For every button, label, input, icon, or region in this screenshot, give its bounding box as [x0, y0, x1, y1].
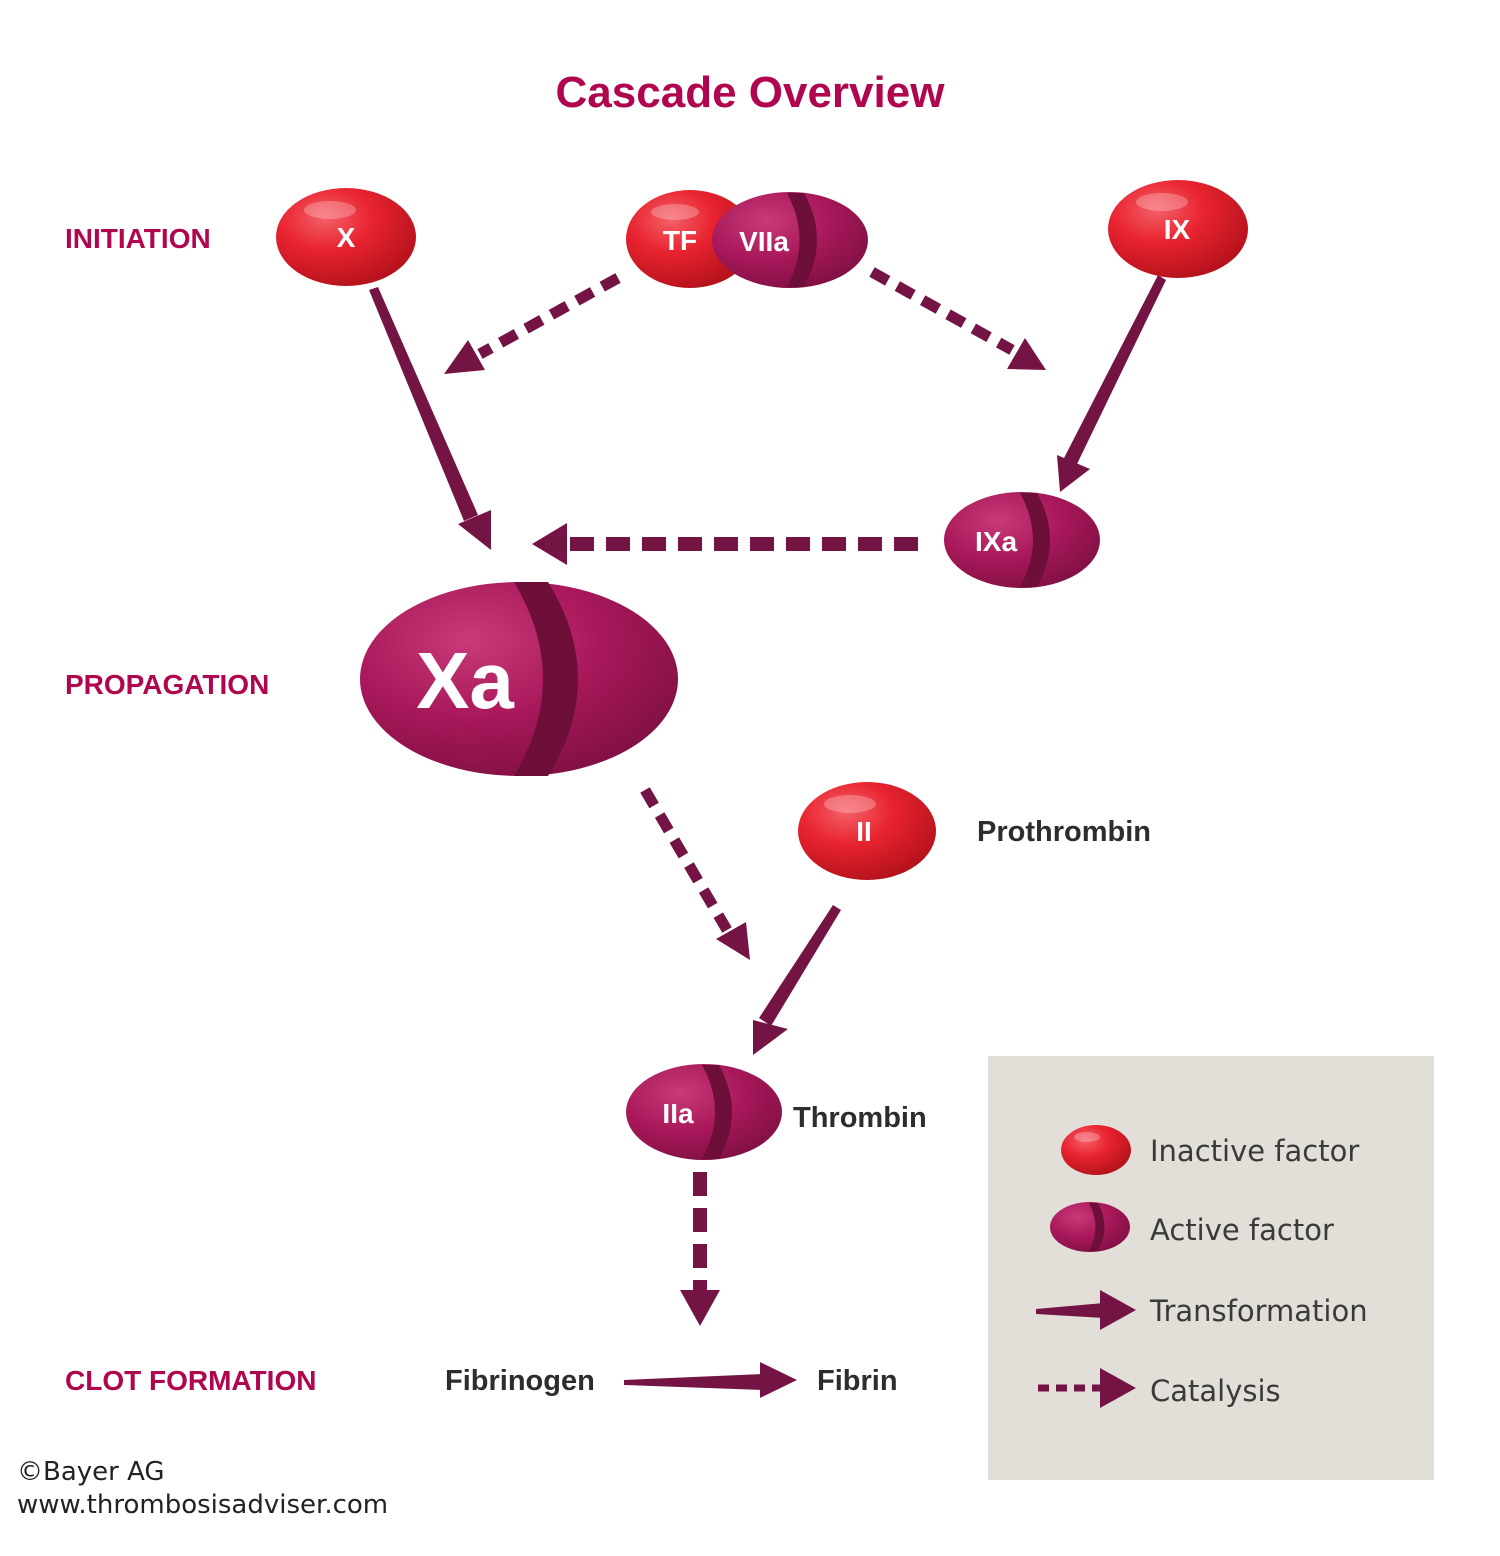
- factor-iia-label: IIa: [662, 1098, 694, 1129]
- factor-ixa-label: IXa: [975, 526, 1017, 557]
- catalysis-arrow-ixa-to-xa: [532, 523, 918, 565]
- catalysis-arrow-iia-to-fibrinogen: [680, 1172, 720, 1326]
- legend-inactive-factor-icon: [1061, 1125, 1131, 1175]
- legend-active-label: Active factor: [1150, 1213, 1334, 1247]
- legend-background: [988, 1056, 1434, 1480]
- legend: Inactive factor Active factor Transforma…: [988, 1056, 1434, 1480]
- factor-x-label: X: [337, 222, 356, 253]
- factor-tf-label: TF: [663, 225, 697, 256]
- legend-transformation-arrow-icon: [1036, 1290, 1136, 1330]
- transformation-arrow-ii-to-iia: [753, 905, 841, 1055]
- copyright-text: ©Bayer AG: [17, 1457, 165, 1487]
- factor-viia-label: VIIa: [739, 226, 789, 257]
- legend-catalysis-label: Catalysis: [1150, 1374, 1281, 1408]
- transformation-arrow-fibrinogen-to-fibrin: [624, 1362, 797, 1398]
- transformation-arrow-x-to-xa: [369, 287, 491, 550]
- factor-xa: Xa: [360, 582, 678, 776]
- website-url: www.thrombosisadviser.com: [17, 1490, 388, 1520]
- factor-ix: IX: [1108, 180, 1248, 278]
- legend-transformation-label: Transformation: [1149, 1294, 1368, 1328]
- factor-x: X: [276, 188, 416, 286]
- transformation-arrow-ix-to-ixa: [1057, 275, 1166, 492]
- stage-propagation: PROPAGATION: [65, 669, 269, 700]
- legend-active-factor-icon: [1050, 1202, 1130, 1252]
- catalysis-arrow-xa-to-iia: [640, 787, 750, 960]
- factor-ixa: IXa: [944, 492, 1100, 588]
- legend-catalysis-arrow-icon: [1038, 1368, 1136, 1408]
- fibrin-label: Fibrin: [817, 1365, 898, 1397]
- factor-iia: IIa: [626, 1064, 782, 1160]
- prothrombin-label: Prothrombin: [977, 816, 1151, 848]
- factor-ii-label: II: [856, 816, 872, 847]
- stage-initiation: INITIATION: [65, 223, 211, 254]
- page-title: Cascade Overview: [556, 68, 946, 117]
- catalysis-arrow-tfviia-to-ix: [869, 267, 1046, 370]
- thrombin-label: Thrombin: [793, 1102, 927, 1134]
- factor-ix-label: IX: [1164, 214, 1191, 245]
- legend-inactive-label: Inactive factor: [1150, 1134, 1359, 1168]
- factor-xa-label: Xa: [416, 636, 514, 725]
- catalysis-arrow-tfviia-to-x: [444, 273, 621, 374]
- factor-tf-viia-complex: TF VIIa: [626, 190, 868, 288]
- stage-clot-formation: CLOT FORMATION: [65, 1365, 316, 1396]
- factor-ii: II: [798, 782, 936, 880]
- fibrinogen-label: Fibrinogen: [445, 1365, 595, 1397]
